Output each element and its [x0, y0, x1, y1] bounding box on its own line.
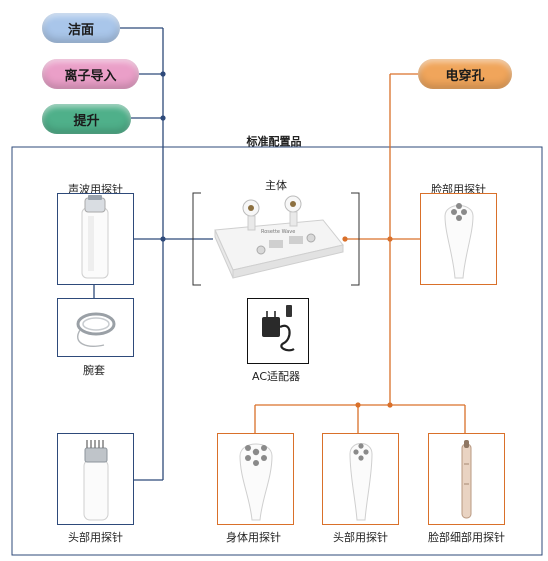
cleansing-pill: 洁面 [42, 13, 120, 43]
body-probe-label: 身体用探针 [226, 531, 281, 544]
head-probe-left-label: 头部用探针 [68, 531, 123, 544]
junction-dot [160, 71, 166, 77]
standard-config-title: 标准配置品 [246, 135, 302, 148]
wristband-box [57, 298, 134, 357]
head-probe-left-image [83, 440, 109, 521]
junction-dot [387, 236, 393, 242]
blue-wiring [93, 27, 213, 481]
ultrasonic-probe-label: 声波用探针 [68, 183, 123, 196]
lift-pill: 提升 [42, 104, 131, 134]
electroporation-pill: 电穿孔 [418, 59, 512, 89]
face-detail-probe-label: 脸部细部用探针 [428, 531, 505, 544]
ac-adapter-label: AC适配器 [252, 370, 301, 383]
ac-adapter-image [262, 305, 295, 352]
main-unit-label: 主体 [265, 179, 287, 192]
wristband-label: 腕套 [83, 364, 105, 377]
head-probe-right-image [349, 443, 373, 521]
head-probe-right-box [322, 433, 399, 525]
ultrasonic-probe-box [57, 193, 134, 285]
face-detail-probe-image [461, 440, 472, 519]
ultrasonic-probe-image [81, 195, 109, 279]
main-unit-image: Rosette Wave [214, 195, 344, 279]
face-detail-probe-box [428, 433, 505, 525]
head-probe-right-label: 头部用探针 [333, 531, 388, 544]
ion-import-pill: 离子导入 [42, 59, 139, 89]
standard-config-frame [11, 146, 543, 556]
cleansing-label: 洁面 [67, 22, 94, 38]
junction-dot [160, 115, 166, 121]
face-probe-box [420, 193, 497, 285]
main-unit-bracket [192, 192, 360, 286]
face-probe-label: 脸部用探针 [431, 183, 486, 196]
body-probe-box [217, 433, 294, 525]
electroporation-label: 电穿孔 [445, 68, 485, 84]
head-probe-left-box [57, 433, 134, 525]
junction-dot [342, 236, 348, 242]
junction-dot [160, 236, 166, 242]
junction-dot [387, 402, 393, 408]
ion-import-label: 离子导入 [64, 68, 117, 84]
lift-label: 提升 [73, 113, 100, 129]
junction-dot [355, 402, 361, 408]
main-unit-brand: Rosette Wave [261, 229, 295, 235]
wristband-image [76, 312, 116, 347]
face-probe-image [444, 203, 474, 279]
body-probe-image [239, 443, 273, 521]
ac-adapter-box [247, 298, 309, 364]
